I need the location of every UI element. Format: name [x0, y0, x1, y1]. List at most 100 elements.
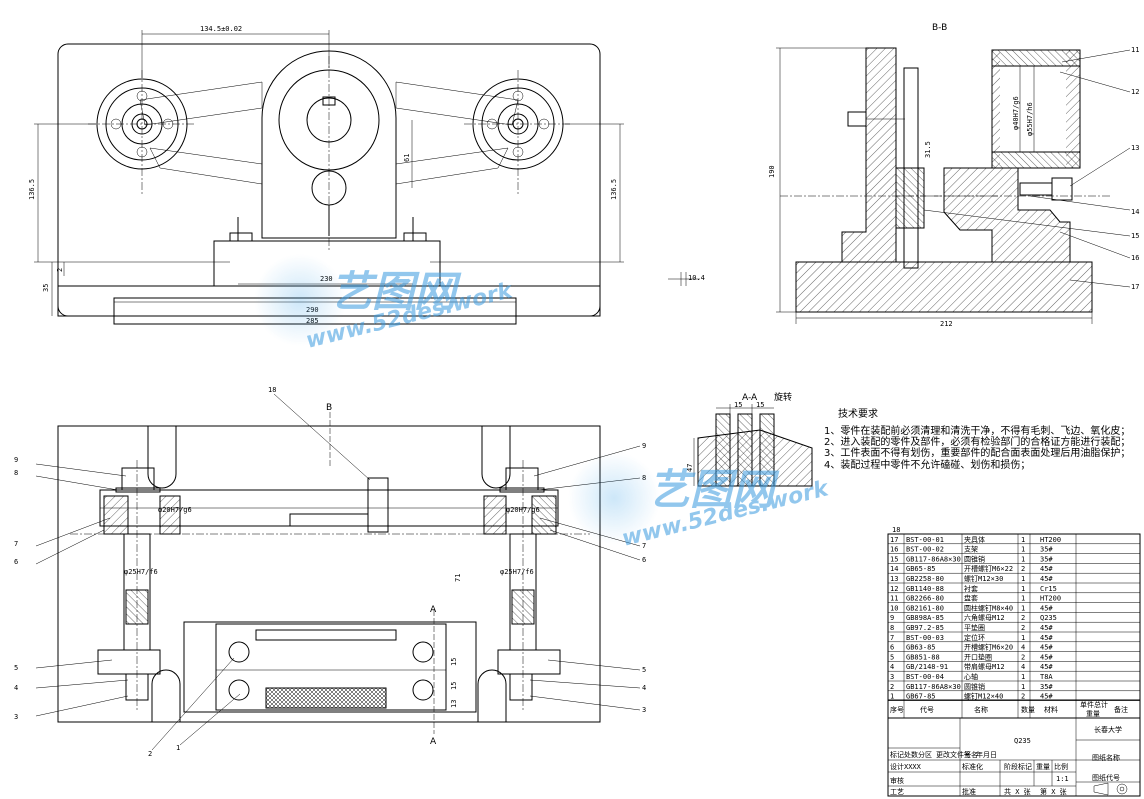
bom-cell: GB65-85: [906, 565, 936, 573]
dim-side-31-5: 31.5: [924, 141, 932, 158]
bom-cell: 45#: [1040, 565, 1053, 573]
dim-side-bore2: φ55H7/h6: [1026, 102, 1034, 136]
dim-small-gap: 2: [56, 268, 64, 272]
bom-cell: 35#: [1040, 546, 1053, 554]
section-bb-view: B-B 190 212 31.5 φ40H7/g6 φ55H: [768, 23, 1139, 328]
bom-cell: 圆锥销: [964, 682, 985, 691]
bom-cell: 12: [890, 585, 898, 593]
bom-standard: 标准化: [962, 762, 983, 771]
fit-20-right: φ20H7/g6: [506, 506, 540, 514]
bom-hdr-code: 代号: [920, 705, 934, 714]
bom-sheet: 第 X 张: [1040, 787, 1067, 796]
bom-mark: 标记: [890, 750, 904, 759]
callout-18-front: 18: [268, 386, 276, 394]
callout-13: 13: [1131, 144, 1139, 152]
dim-aa-15b: 15: [756, 401, 764, 409]
bom-cell: BST-00-02: [906, 546, 944, 554]
bom-cell: GB2266-80: [906, 595, 944, 603]
bom-hdr-name: 名称: [974, 705, 988, 714]
tech-item-4: 4、装配过程中零件不允许磕碰、划伤和损伤；: [824, 458, 1030, 471]
dim-side-bore1: φ40H7/g6: [1012, 96, 1020, 130]
bom-count: 处数: [904, 750, 918, 759]
callout-left-3: 3: [14, 713, 18, 721]
bom-cell: 15: [890, 555, 898, 563]
tech-item-2: 2、进入装配的零件及部件，必须有检验部门的合格证方能进行装配；: [824, 435, 1130, 448]
bom-cell: 16: [890, 546, 898, 554]
bom-cell: 开口垫圈: [964, 652, 992, 661]
fit-25-right: φ25H7/f6: [500, 568, 534, 576]
callout-right-3: 3: [642, 706, 646, 714]
bom-cell: 支架: [964, 545, 978, 554]
bom-cell: 2: [1021, 653, 1025, 661]
section-aa-view: A-A 旋转 15 15 47: [686, 391, 813, 487]
bom-cell: 35#: [1040, 683, 1053, 691]
bom-cell: 45#: [1040, 693, 1053, 701]
bom-cell: GB851-88: [906, 653, 940, 661]
bom-cell: 14: [890, 565, 898, 573]
bom-design: 设计: [890, 762, 904, 771]
bom-cell: 2: [890, 683, 894, 691]
callout-left-6: 6: [14, 558, 18, 566]
bom-cell: 1: [1021, 536, 1025, 544]
bom-cell: GB67-85: [906, 693, 936, 701]
bom-cell: 17: [890, 536, 898, 544]
callout-right-6: 6: [642, 556, 646, 564]
bom-material: Q235: [1014, 737, 1031, 745]
bom-cell: GB63-85: [906, 644, 936, 652]
bom-school: 长春大学: [1094, 725, 1122, 734]
bom-cell: GB97.2-85: [906, 624, 944, 632]
bom-cell: BST-00-04: [906, 673, 944, 681]
dim-15-b: 15: [450, 682, 458, 690]
bom-cell: 螺钉M12×30: [964, 574, 1003, 583]
bom-cell: 2: [1021, 693, 1025, 701]
callout-right-4: 4: [642, 684, 646, 692]
bom-cell: 心轴: [964, 672, 978, 681]
watermark-cn-left: 艺图网: [330, 267, 462, 316]
bom-hdr-mat: 材料: [1044, 705, 1058, 714]
bom-drawing-code: 图纸代号: [1092, 773, 1120, 782]
section-b-marker: B: [326, 403, 332, 413]
bom-cell: GB117-86A8×30: [906, 555, 961, 563]
bom-hdr-qty: 数量: [1021, 705, 1035, 714]
bom-cell: 开槽螺钉M6×20: [964, 643, 1013, 652]
bom-cell: 45#: [1040, 663, 1053, 671]
bom-cell: 7: [890, 634, 894, 642]
bom-cell: 5: [890, 653, 894, 661]
bom-cell: BST-00-01: [906, 536, 944, 544]
bom-cell: GB898A-85: [906, 614, 944, 622]
bom-cell: 开槽螺钉M6×22: [964, 564, 1013, 573]
section-a-marker-bottom: A: [430, 737, 437, 747]
bom-cell: 圆柱螺钉M8×40: [964, 603, 1013, 612]
bom-cell: 4: [1021, 663, 1025, 671]
tech-item-1: 1、零件在装配前必须清理和清洗干净，不得有毛刺、飞边、氧化皮；: [824, 424, 1130, 437]
callout-left-9: 9: [14, 456, 18, 464]
callout-12: 12: [1131, 88, 1139, 96]
bom-cell: 3: [890, 673, 894, 681]
bom-cell: 定位环: [964, 633, 985, 642]
bom-cell: 1: [1021, 683, 1025, 691]
bom-sheets: 共 X 张: [1004, 787, 1031, 796]
callout-1: 1: [176, 744, 180, 752]
projection-symbol-icon: [1093, 782, 1128, 796]
bom-cell: 2: [1021, 624, 1025, 632]
bom-cell: Cr15: [1040, 585, 1057, 593]
bom-cell: 螺钉M12×40: [964, 692, 1003, 701]
bom-cell: GB117-86A8×30: [906, 683, 961, 691]
bom-sign: 签名: [964, 750, 978, 759]
dim-71: 71: [454, 574, 462, 582]
bom-cell: HT200: [1040, 595, 1061, 603]
bom-cell: 45#: [1040, 644, 1053, 652]
bom-process: 工艺: [890, 788, 904, 796]
dim-side-190: 190: [768, 165, 776, 178]
dim-10-4: 10.4: [688, 274, 705, 282]
bom-hdr-total: 总计: [1094, 700, 1108, 709]
bom-hdr-weight: 重量: [1086, 710, 1100, 718]
bom-cell: 8: [890, 624, 894, 632]
bom-cell: GB2161-80: [906, 604, 944, 612]
dim-center-h: 61: [403, 154, 411, 162]
dim-top-width: 134.5±0.02: [200, 25, 242, 33]
bom-cell: 1: [890, 693, 894, 701]
bom-cell: 带肩螺母M12: [964, 662, 1005, 671]
bom-cell: 45#: [1040, 634, 1053, 642]
bom-date: 年月日: [976, 750, 997, 759]
